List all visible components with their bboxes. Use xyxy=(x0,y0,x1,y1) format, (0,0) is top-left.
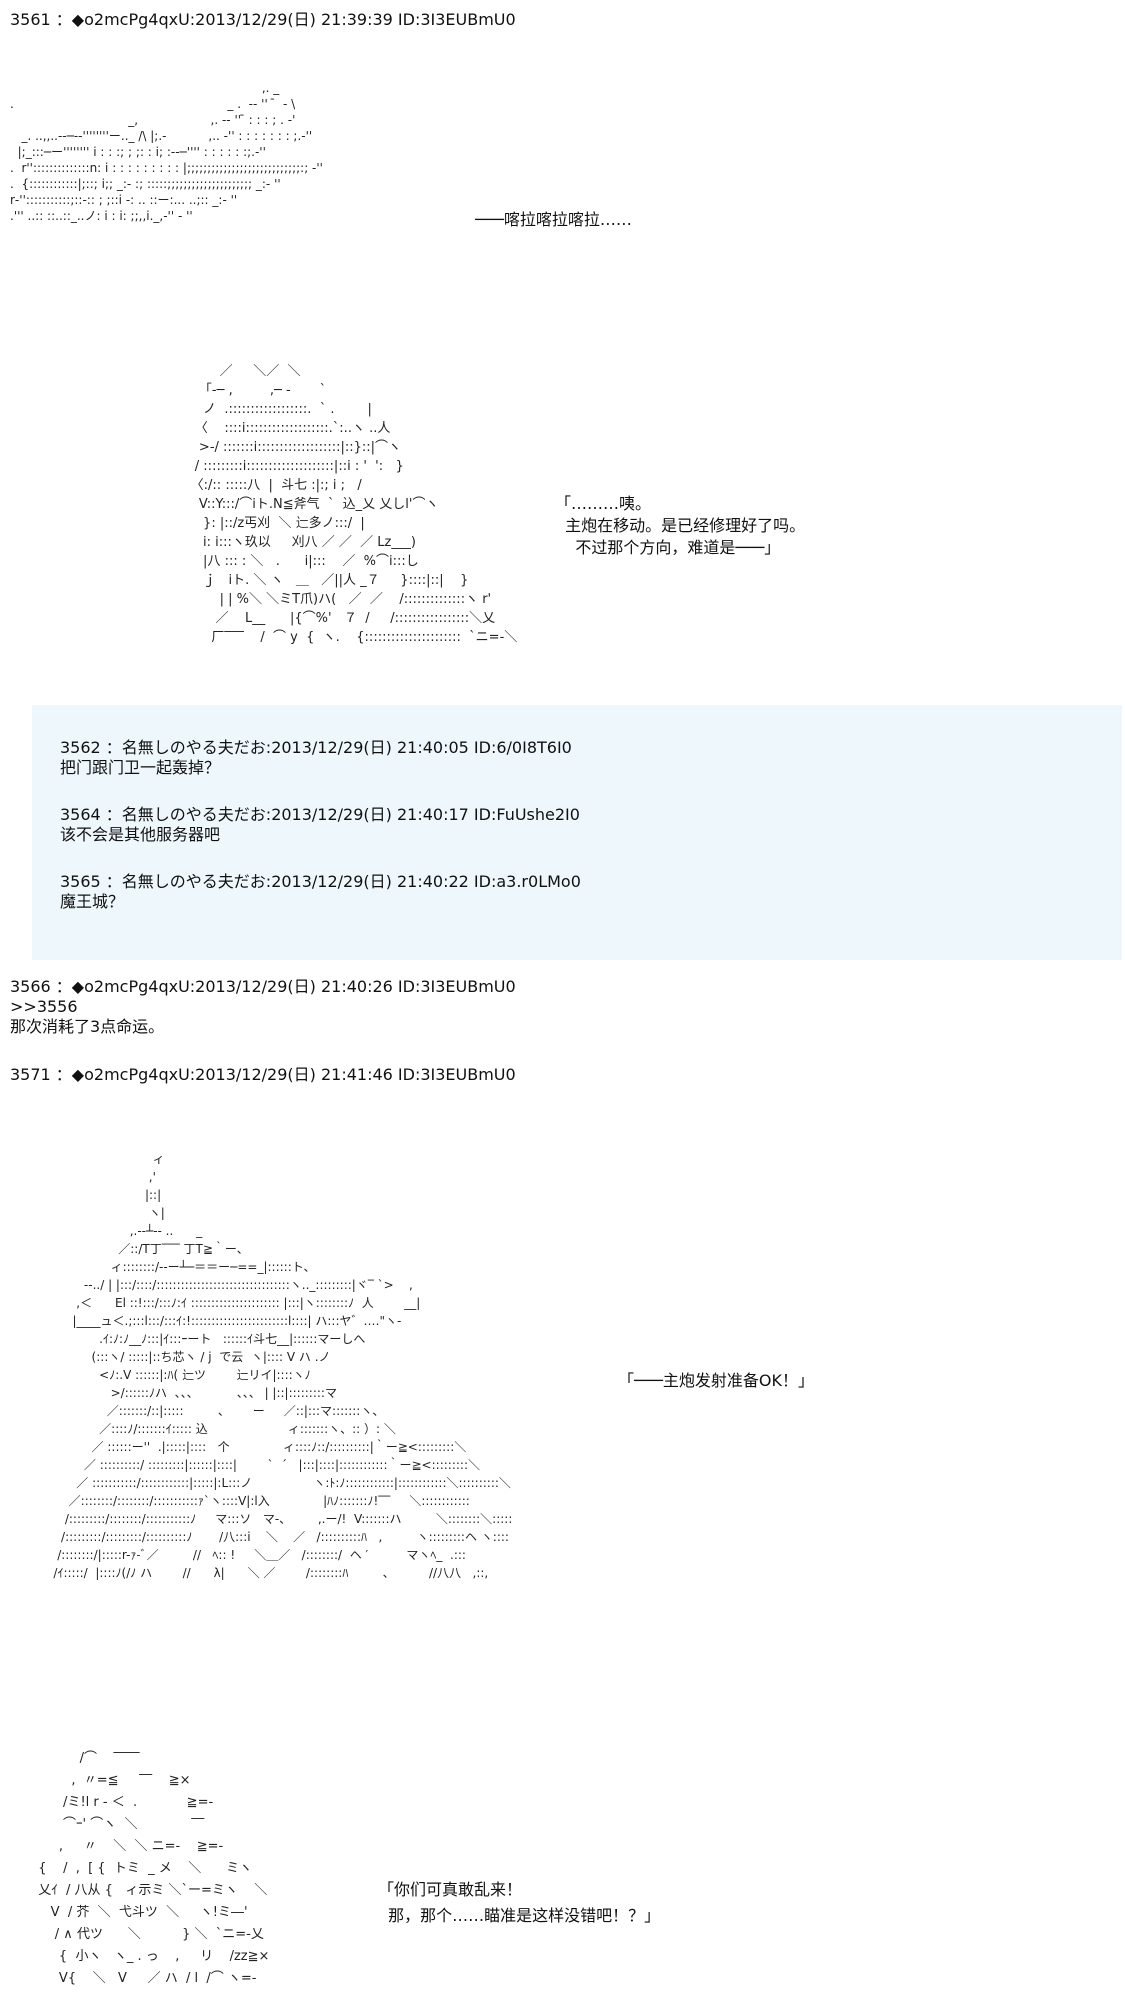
speech-bubble-3571-b: 「你们可真敢乱来！ 那，那个……瞄准是这样没错吧！？」 xyxy=(378,1880,661,1925)
tank-ascii-art: ィ ,' |::| ヽ| ,.-‐┴‐- .. _ xyxy=(53,1152,513,1580)
reply-body: 该不会是其他服务器吧 xyxy=(60,825,221,844)
cannon-ascii-art: ‚. _ . _ . -‐ '' ̄ ‐ \ _, ,. -‐ '' ̄ : :… xyxy=(10,81,323,223)
reply-header: 3565 ：名無しのやる夫だお:2013/12/29(日) 21:40:22 I… xyxy=(60,872,581,891)
speech-bubble-3571-a: 「───主炮发射准备OK！」 xyxy=(618,1371,814,1390)
reply-body: 魔王城？ xyxy=(60,892,125,911)
post-body-3566: >>3556 那次消耗了3点命运。 xyxy=(10,997,165,1036)
girl-ascii-art-2: /⌒ ‾‾‾‾ , 〃=≦ ‾‾ ≧× /ミ!l r ‐ ＜ . ≧=- ⌒ｰ'… xyxy=(38,1751,270,1986)
speech-bubble-3561: 「………咦。 主炮在移动。是已经修理好了吗。 不过那个方向，难道是───」 xyxy=(555,494,806,557)
reply-header: 3562 ：名無しのやる夫だお:2013/12/29(日) 21:40:05 I… xyxy=(60,738,572,757)
post-header-3571: 3571 ：◆o2mcPg4qxU:2013/12/29(日) 21:41:46… xyxy=(10,1065,516,1084)
post-header-3561: 3561 ：◆o2mcPg4qxU:2013/12/29(日) 21:39:39… xyxy=(10,10,516,29)
sound-effect-text: ───喀拉喀拉喀拉…… xyxy=(475,210,632,229)
girl-ascii-art-1: ／ ＼／ ＼ 「‐─ , ,─ ‐ ` ノ .:::::::::::::::::… xyxy=(190,364,518,645)
post-header-3566: 3566 ：◆o2mcPg4qxU:2013/12/29(日) 21:40:26… xyxy=(10,977,516,996)
reply-header: 3564 ：名無しのやる夫だお:2013/12/29(日) 21:40:17 I… xyxy=(60,805,580,824)
reply-3564: 3564 ：名無しのやる夫だお:2013/12/29(日) 21:40:17 I… xyxy=(60,805,580,845)
replies-box xyxy=(32,705,1122,960)
reply-3562: 3562 ：名無しのやる夫だお:2013/12/29(日) 21:40:05 I… xyxy=(60,738,572,778)
reply-3565: 3565 ：名無しのやる夫だお:2013/12/29(日) 21:40:22 I… xyxy=(60,872,581,912)
reply-body: 把门跟门卫一起轰掉？ xyxy=(60,758,221,777)
